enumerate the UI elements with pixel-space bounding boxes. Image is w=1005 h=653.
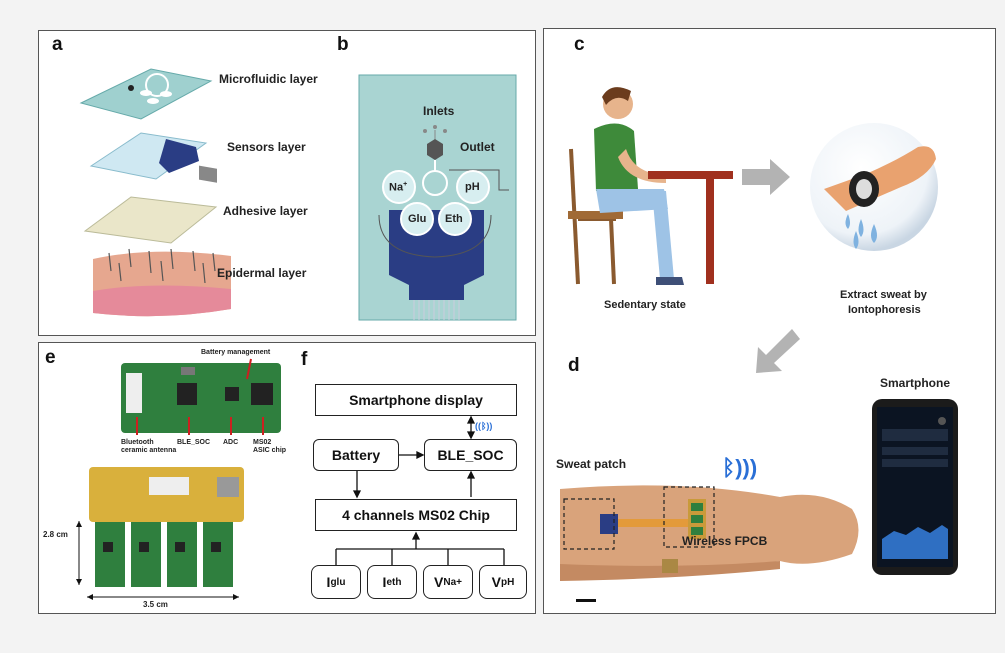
pcb-board-illustration [121,358,281,435]
dimension-lines [76,521,239,600]
na-sensor-circle [382,170,416,204]
panel-a-label: a [52,34,63,55]
gray-arrow-diagonal [756,329,800,373]
adhesive-layer-sheet [83,196,218,244]
component-label-ble-soc: BLE_SOC [177,439,211,446]
fpcb-board-illustration [89,467,244,587]
height-dimension-label: 2.8 cm [43,530,68,539]
microfluidic-layer-label: Microfluidic layer [219,72,318,86]
panel-e-label: e [45,347,56,368]
glu-sensor-label: Glu [408,213,427,225]
eth-sensor-circle [438,202,472,236]
sedentary-state-label: Sedentary state [604,299,686,311]
gray-arrow-right [742,159,790,195]
block-diagram-connectors [335,415,505,565]
width-dimension-label: 3.5 cm [143,600,168,609]
scale-bar [576,599,596,602]
forearm-illustration [560,485,859,581]
outlet-label: Outlet [460,140,495,154]
adhesive-layer-label: Adhesive layer [223,204,308,218]
glu-sensor-circle [400,202,434,236]
epidermal-layer-label: Epidermal layer [217,266,307,280]
component-label-ms02-2: ASIC chip [253,447,287,454]
layer-stack-illustration [79,68,231,317]
panel-b-label: b [337,34,349,55]
component-label-antenna-1: Bluetooth [121,439,154,446]
component-label-adc: ADC [223,439,239,446]
eth-sensor-label: Eth [445,213,463,225]
battery-management-label: Battery management [201,349,271,356]
sweat-patch-label: Sweat patch [556,457,627,471]
extract-sweat-label-1: Extract sweat by [840,289,927,301]
smartphone-display-box: Smartphone display [315,384,517,416]
panel-d-label: d [568,355,580,376]
panel-ef: e f Battery management Bluetooth ceramic… [38,342,536,614]
component-label-antenna-2: ceramic antenna [121,447,177,454]
seated-person-illustration [568,87,733,285]
inlets-label: Inlets [423,104,455,118]
inlet-hexagon [427,139,443,160]
smartphone-label: Smartphone [880,376,951,390]
component-label-ms02-1: MS02 [253,439,272,446]
iontophoresis-illustration [810,123,938,251]
ph-sensor-circle [456,170,490,204]
battery-box: Battery [313,439,399,471]
ble-soc-box: BLE_SOC [424,439,517,471]
bluetooth-icon: ᛒ))) [722,455,758,480]
ph-sensor-label: pH [465,181,480,193]
ms02-chip-box: 4 channels MS02 Chip [315,499,517,531]
bluetooth-signal-icon: ((ᛒ)) [475,421,493,431]
smartphone-illustration [872,399,958,575]
wireless-fpcb-label: Wireless FPCB [682,534,768,548]
panel-ab: a b Microfluidic layer Sensors layer Adh… [38,30,536,336]
na-sensor-label: Na+ [389,181,408,194]
sensors-layer-label: Sensors layer [227,140,306,154]
panel-c-label: c [574,34,585,55]
panel-f-label: f [301,349,308,370]
extract-sweat-label-2: Iontophoresis [848,304,921,316]
microfluidic-patch-diagram [358,74,517,321]
panel-cd: c d Sedentary state [543,28,996,614]
